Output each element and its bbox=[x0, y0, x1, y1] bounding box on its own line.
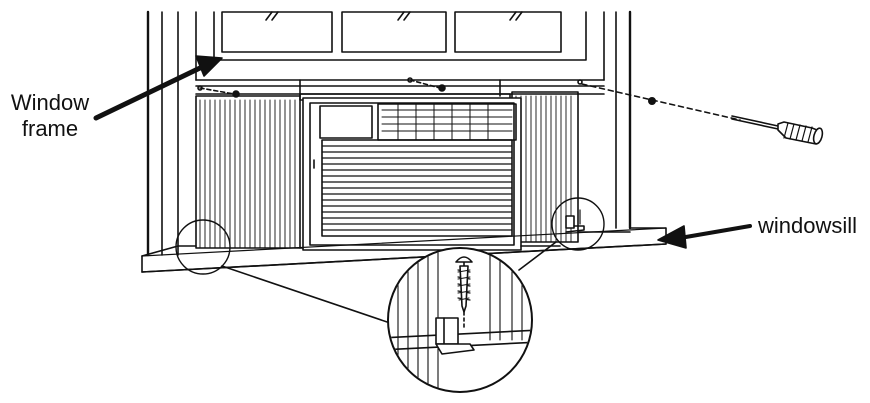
window-frame-label-line2: frame bbox=[21, 116, 79, 141]
screw-icon bbox=[455, 256, 473, 331]
window-frame-label: Window frame bbox=[6, 90, 94, 142]
air-conditioner-unit bbox=[302, 97, 522, 251]
screw-icon bbox=[647, 97, 656, 106]
screwdriver-icon bbox=[731, 115, 824, 145]
zoom-detail bbox=[387, 247, 533, 393]
detail-callout-circles bbox=[175, 197, 605, 326]
top-rail bbox=[195, 79, 605, 101]
window-frame-label-line1: Window bbox=[10, 90, 90, 115]
window-frame-arrow bbox=[93, 55, 223, 121]
top-screws bbox=[197, 77, 741, 121]
windowsill-arrow bbox=[657, 224, 752, 249]
window-casing bbox=[146, 10, 632, 257]
mounting-bracket-icon bbox=[565, 209, 585, 233]
left-accordion-panel bbox=[195, 95, 301, 249]
windowsill bbox=[141, 227, 667, 273]
window-sash-panes bbox=[213, 11, 587, 61]
windowsill-label: windowsill bbox=[758, 213, 858, 238]
